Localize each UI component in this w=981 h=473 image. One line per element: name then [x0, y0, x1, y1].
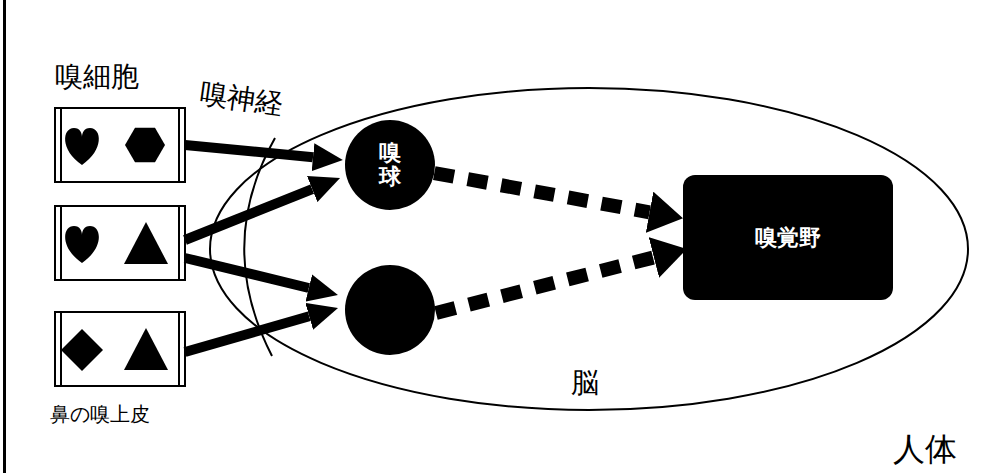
- nerve-arrow: [185, 145, 313, 352]
- bulb-circle: [345, 265, 435, 355]
- heart-symbol: [65, 128, 99, 165]
- epithelium-label: 鼻の嗅上皮: [50, 402, 150, 426]
- body-label: 人体: [893, 430, 957, 468]
- brain-outline: [210, 88, 968, 410]
- olfactory-cortex: 嗅覚野: [683, 175, 893, 300]
- olfactory-cell: [55, 108, 185, 182]
- cell-label: 嗅細胞: [55, 60, 139, 94]
- node-text: 嗅覚野: [755, 223, 821, 253]
- node-text: 嗅球: [379, 141, 401, 189]
- node-text: 脳: [571, 364, 599, 402]
- nerve-label: 嗅神経: [198, 76, 286, 121]
- olfactory-cell: [55, 206, 185, 280]
- triangle-symbol: [124, 222, 168, 264]
- diamond-symbol: [61, 329, 103, 371]
- dashed-connector: [434, 173, 649, 212]
- olfactory-bulb: 嗅球: [345, 120, 435, 210]
- olfactory-cell: [55, 312, 185, 386]
- dashed-arrow: [436, 257, 654, 313]
- frame-bar: [3, 0, 6, 473]
- triangle-symbol: [124, 328, 168, 370]
- brain-region: 脳 嗅球嗅覚野: [210, 88, 968, 410]
- hexagon-symbol: [125, 128, 165, 163]
- heart-symbol: [65, 226, 99, 263]
